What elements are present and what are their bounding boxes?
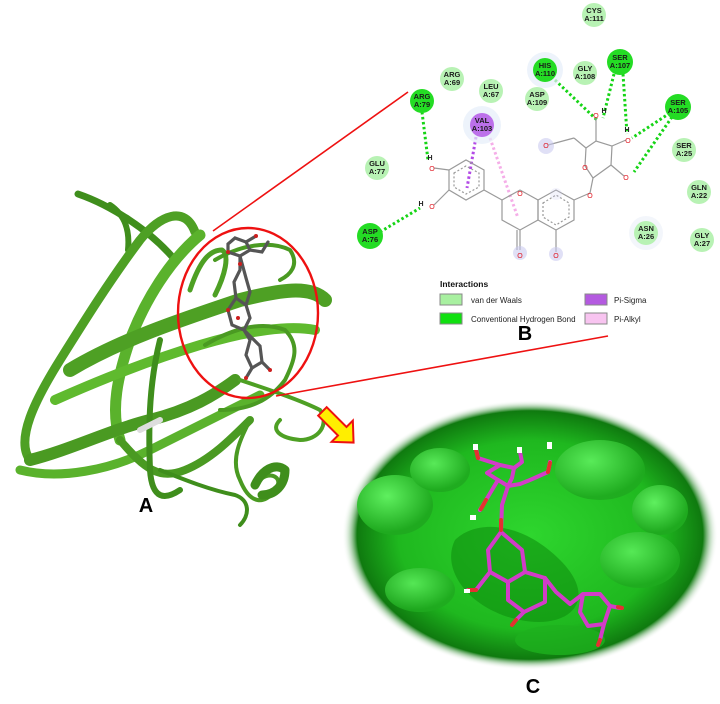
- legend-item-pi-alkyl: Pi-Alkyl: [584, 312, 641, 325]
- svg-text:van der Waals: van der Waals: [471, 296, 522, 305]
- svg-text:O: O: [582, 165, 588, 172]
- svg-text:H: H: [418, 201, 423, 208]
- arrow-right-down-icon: [316, 405, 355, 444]
- legend-item-vdw: van der Waals: [439, 293, 522, 306]
- svg-text:A:77: A:77: [369, 167, 385, 176]
- svg-text:GLY: GLY: [695, 231, 710, 240]
- svg-text:O: O: [517, 191, 523, 198]
- svg-text:A:108: A:108: [575, 72, 595, 81]
- svg-text:GLU: GLU: [369, 159, 385, 168]
- ligand-2d-atoms: O H O H O O O O O O O H O H O: [418, 108, 631, 260]
- svg-text:SER: SER: [612, 53, 628, 62]
- residue-arg-79: ARG A:79: [410, 89, 434, 113]
- svg-text:A:69: A:69: [444, 78, 460, 87]
- legend-title: Interactions: [440, 279, 488, 289]
- svg-text:H: H: [427, 155, 432, 162]
- svg-text:ARG: ARG: [414, 92, 431, 101]
- svg-text:H: H: [624, 127, 629, 134]
- residue-list: CYS A:111 SER A:107 HIS A:110 GLY A:108: [357, 3, 714, 252]
- residue-ser-25: SER A:25: [672, 138, 696, 162]
- svg-text:LEU: LEU: [484, 82, 499, 91]
- panel-a-protein-ribbon: A: [15, 190, 332, 527]
- residue-ser-105: SER A:105: [665, 94, 691, 120]
- residue-asn-26: ASN A:26: [629, 216, 663, 250]
- residue-glu-77: GLU A:77: [365, 156, 389, 180]
- residue-gly-108: GLY A:108: [573, 61, 597, 85]
- ligand-2d-skeleton: [433, 118, 627, 252]
- svg-text:O: O: [623, 175, 629, 182]
- svg-text:VAL: VAL: [475, 116, 490, 125]
- svg-text:ASN: ASN: [638, 224, 654, 233]
- residue-his-110: HIS A:110: [527, 52, 563, 88]
- svg-text:A:109: A:109: [527, 98, 547, 107]
- svg-text:ASP: ASP: [362, 227, 377, 236]
- connector-line-bottom: [275, 335, 609, 397]
- svg-text:O: O: [587, 193, 593, 200]
- zoom-highlight: [176, 91, 609, 400]
- svg-text:O: O: [625, 138, 631, 145]
- svg-text:A:105: A:105: [668, 106, 688, 115]
- connector-line-top: [212, 91, 409, 232]
- svg-text:CYS: CYS: [586, 6, 601, 15]
- residue-cys-111: CYS A:111: [582, 3, 606, 27]
- svg-text:O: O: [429, 204, 435, 211]
- svg-text:O: O: [553, 253, 559, 260]
- svg-text:A:67: A:67: [483, 90, 499, 99]
- svg-text:Pi-Alkyl: Pi-Alkyl: [614, 315, 641, 324]
- svg-text:SER: SER: [676, 141, 692, 150]
- residue-asp-76: ASP A:76: [357, 223, 383, 249]
- panel-label-a: A: [139, 495, 153, 517]
- atom-halos: [513, 138, 563, 261]
- svg-text:O: O: [429, 166, 435, 173]
- interaction-legend: Interactions van der Waals Conventional …: [439, 279, 647, 325]
- svg-text:ARG: ARG: [444, 70, 461, 79]
- svg-text:O: O: [593, 113, 599, 120]
- residue-gln-22: GLN A:22: [687, 180, 711, 204]
- svg-text:GLY: GLY: [578, 64, 593, 73]
- svg-text:GLN: GLN: [691, 183, 707, 192]
- legend-item-pi-sigma: Pi-Sigma: [584, 293, 647, 306]
- svg-text:A:76: A:76: [362, 235, 378, 244]
- svg-text:A:27: A:27: [694, 239, 710, 248]
- binding-site-ellipse: [176, 226, 320, 400]
- svg-text:A:26: A:26: [638, 232, 654, 241]
- residue-leu-67: LEU A:67: [479, 79, 503, 103]
- ligand-hydrogens-c: [464, 442, 552, 593]
- svg-text:O: O: [543, 143, 549, 150]
- svg-text:Conventional Hydrogen Bond: Conventional Hydrogen Bond: [471, 315, 576, 324]
- residue-val-103: VAL A:103: [463, 106, 501, 144]
- svg-text:A:25: A:25: [676, 149, 692, 158]
- panel-b-interaction-diagram: O H O H O O O O O O O H O H O CYS A:111: [357, 3, 714, 345]
- svg-text:HIS: HIS: [539, 61, 552, 70]
- svg-text:A:110: A:110: [535, 69, 555, 78]
- svg-text:A:103: A:103: [472, 124, 492, 133]
- panel-label-b: B: [518, 323, 532, 345]
- svg-text:ASP: ASP: [529, 90, 544, 99]
- svg-text:A:79: A:79: [414, 100, 430, 109]
- svg-text:Pi-Sigma: Pi-Sigma: [614, 296, 647, 305]
- residue-arg-69: ARG A:69: [440, 67, 464, 91]
- svg-text:SER: SER: [670, 98, 686, 107]
- svg-text:A:22: A:22: [691, 191, 707, 200]
- panel-c-surface-pocket: C: [342, 400, 718, 698]
- ligand-oxygens-c: [467, 448, 624, 647]
- legend-item-hbond: Conventional Hydrogen Bond: [439, 312, 576, 325]
- residue-ser-107: SER A:107: [607, 49, 633, 75]
- residue-gly-27: GLY A:27: [690, 228, 714, 252]
- svg-text:O: O: [517, 253, 523, 260]
- ligand-oxygens-a: [226, 234, 272, 380]
- svg-text:H: H: [601, 108, 606, 115]
- svg-text:A:107: A:107: [610, 61, 630, 70]
- panel-label-c: C: [526, 676, 540, 698]
- svg-text:A:111: A:111: [584, 14, 604, 23]
- residue-asp-109: ASP A:109: [525, 87, 549, 111]
